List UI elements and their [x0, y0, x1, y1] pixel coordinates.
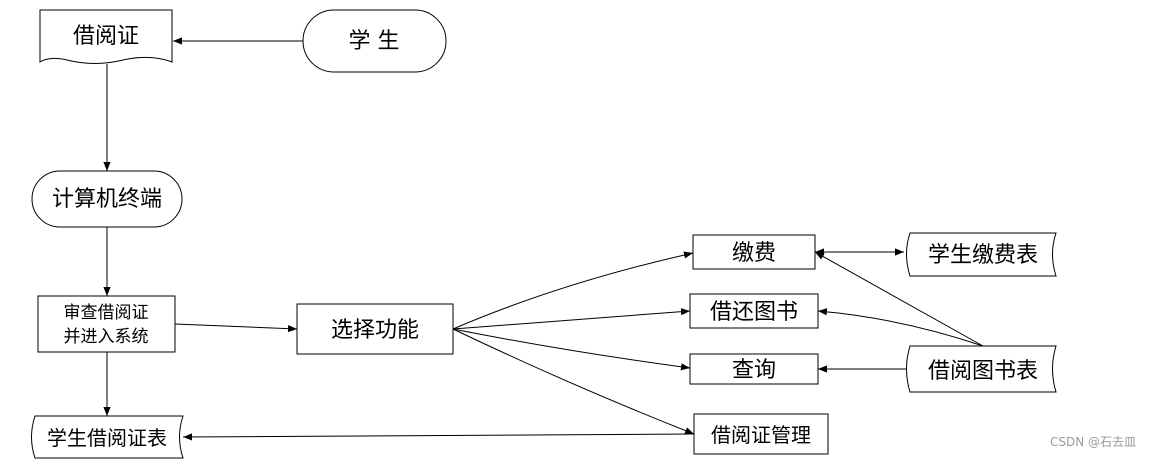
verify-label-line2: 并进入系统 [64, 327, 149, 347]
select-function-label: 选择功能 [331, 318, 419, 343]
payment-table-label: 学生缴费表 [928, 243, 1038, 268]
select-function-node: 选择功能 [296, 303, 454, 355]
card-management-label: 借阅证管理 [711, 423, 811, 447]
library-card-node: 借阅证 [39, 9, 173, 64]
borrow-table-label: 借阅图书表 [928, 359, 1038, 384]
verify-node: 审查借阅证 并进入系统 [37, 295, 176, 353]
borrow-return-node: 借还图书 [689, 293, 819, 329]
card-management-node: 借阅证管理 [693, 413, 829, 455]
watermark: CSDN @石去皿 [1049, 435, 1136, 449]
edge-select-to-borrow-return [452, 308, 691, 330]
library-card-label: 借阅证 [73, 24, 139, 49]
terminal-label: 计算机终端 [52, 187, 162, 212]
student-node: 学 生 [302, 9, 447, 73]
edges [103, 37, 984, 441]
pay-node: 缴费 [692, 234, 816, 270]
edge-select-to-query [452, 328, 691, 371]
payment-table-node: 学生缴费表 [906, 232, 1057, 277]
edge-borrow-table-to-borrow-return [817, 308, 984, 347]
query-node: 查询 [689, 353, 819, 385]
pay-label: 缴费 [732, 241, 776, 266]
edge-select-to-pay [452, 251, 694, 330]
edge-card-manage-to-card-table [182, 433, 695, 441]
borrow-return-label: 借还图书 [710, 300, 798, 325]
edge-verify-to-select [174, 323, 298, 333]
query-label: 查询 [732, 358, 776, 383]
verify-label-line1: 审查借阅证 [64, 303, 149, 323]
student-label: 学 生 [349, 29, 400, 54]
student-card-table-node: 学生借阅证表 [31, 415, 184, 459]
edge-select-to-card-manage [452, 328, 695, 435]
borrow-table-node: 借阅图书表 [906, 345, 1057, 393]
terminal-node: 计算机终端 [31, 170, 183, 228]
edge-borrow-table-to-pay [814, 251, 984, 347]
student-card-table-label: 学生借阅证表 [47, 426, 167, 450]
